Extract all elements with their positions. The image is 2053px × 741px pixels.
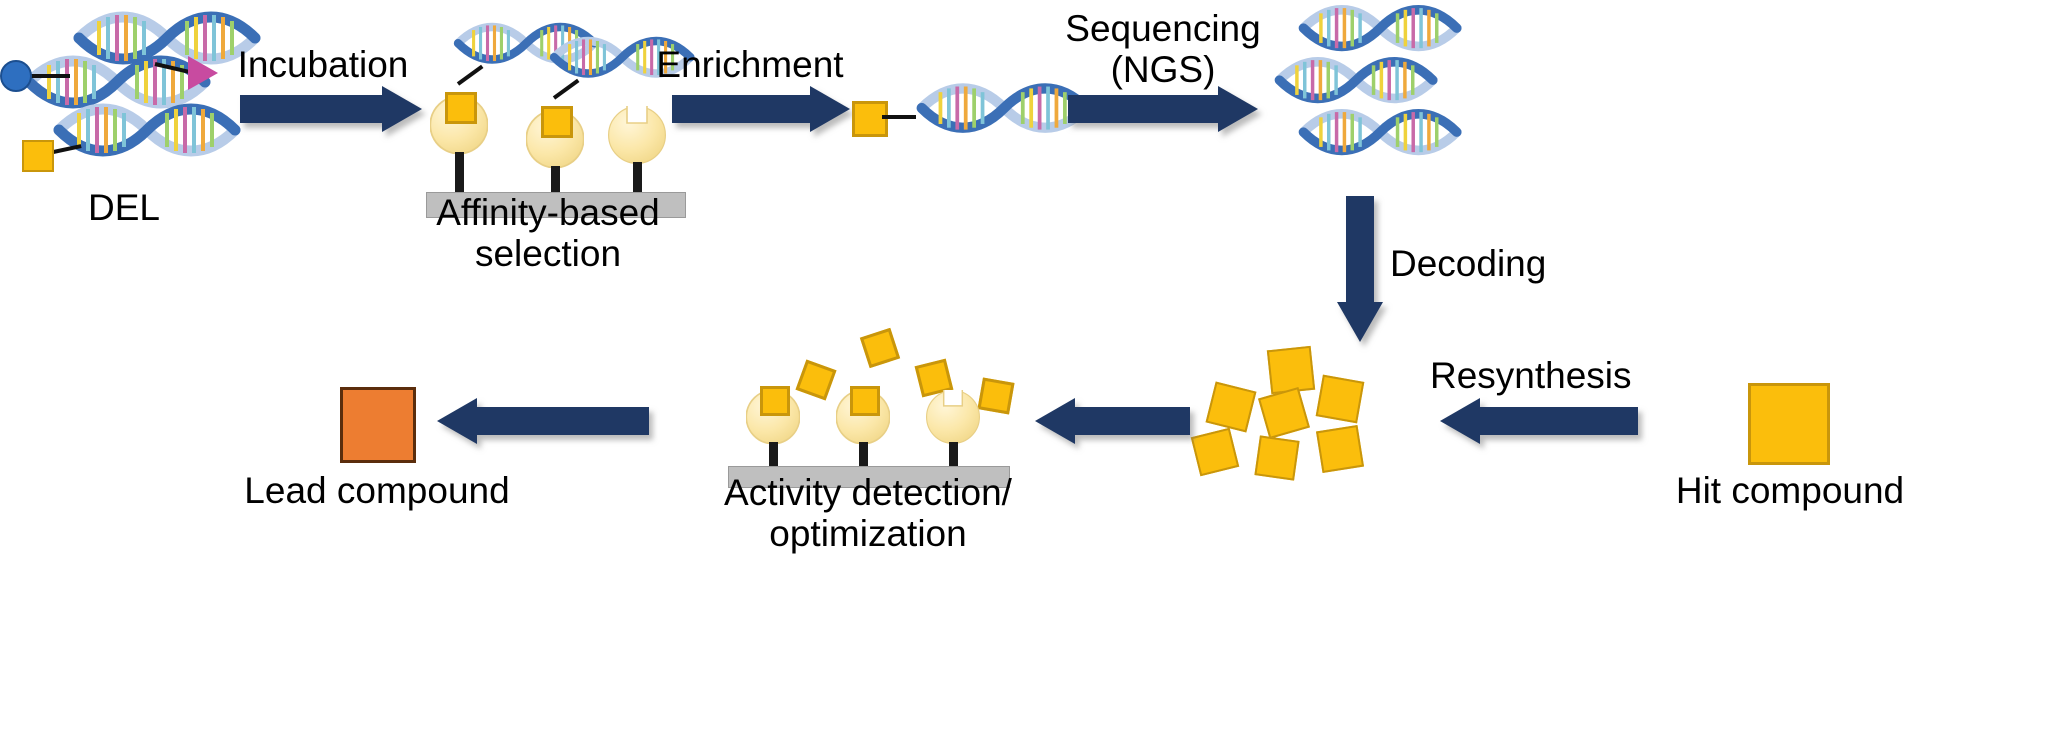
compound-pool-group bbox=[1190, 345, 1415, 481]
arrow-incubation bbox=[240, 86, 422, 132]
protein-stem bbox=[949, 442, 958, 468]
label-del: DEL bbox=[88, 187, 160, 228]
free-compound-square bbox=[795, 359, 837, 401]
label-decoding: Decoding bbox=[1390, 243, 1547, 284]
protein-stem bbox=[455, 152, 464, 194]
affinity-selection-group bbox=[426, 10, 670, 218]
label-incubation: Incubation bbox=[237, 44, 409, 85]
linker bbox=[26, 74, 70, 78]
dna-helix bbox=[48, 100, 248, 162]
bound-compound-square bbox=[760, 386, 790, 416]
solid-support-plate bbox=[426, 192, 686, 218]
arrow-resynthesis bbox=[1440, 398, 1638, 444]
label-affinity-selection: Affinity-based selection bbox=[436, 192, 660, 275]
dna-helix bbox=[1272, 54, 1442, 108]
enriched-binder-group bbox=[852, 58, 1072, 148]
pool-square bbox=[1254, 435, 1300, 481]
pool-square bbox=[1190, 427, 1240, 477]
protein-stem bbox=[551, 166, 560, 194]
arrow-to-lead-compound bbox=[437, 398, 649, 444]
tag-square-icon bbox=[22, 140, 54, 172]
sequencing-reads-group bbox=[1272, 2, 1492, 182]
label-activity-detection: Activity detection/ optimization bbox=[724, 472, 1012, 555]
pool-square bbox=[1205, 381, 1257, 433]
label-hit-compound: Hit compound bbox=[1675, 470, 1905, 511]
label-sequencing: Sequencing (NGS) bbox=[1065, 8, 1261, 91]
arrow-sequencing bbox=[1068, 86, 1258, 132]
tag-circle-icon bbox=[0, 60, 32, 92]
dna-helix bbox=[1296, 106, 1466, 160]
pool-square bbox=[1258, 387, 1310, 439]
free-compound-square bbox=[859, 327, 901, 369]
tag-triangle-icon bbox=[188, 56, 218, 90]
arrow-to-activity-detection bbox=[1035, 398, 1190, 444]
del-cluster bbox=[0, 0, 240, 200]
protein-stem bbox=[769, 442, 778, 468]
pool-square bbox=[1315, 374, 1365, 424]
lead-compound-square bbox=[340, 387, 416, 463]
label-enrichment: Enrichment bbox=[656, 44, 844, 85]
dna-helix bbox=[1296, 2, 1466, 56]
solid-support-plate bbox=[728, 466, 1010, 488]
arrow-decoding bbox=[1337, 196, 1383, 342]
activity-detection-group bbox=[718, 322, 1018, 488]
linker bbox=[882, 115, 916, 119]
bound-compound-square bbox=[850, 386, 880, 416]
label-resynthesis: Resynthesis bbox=[1430, 355, 1632, 396]
free-compound-square bbox=[977, 377, 1015, 415]
bound-compound-square bbox=[445, 92, 477, 124]
hit-compound-square bbox=[1748, 383, 1830, 465]
arrow-enrichment bbox=[672, 86, 850, 132]
protein-unbound bbox=[926, 389, 980, 449]
tag-square-icon bbox=[852, 101, 888, 137]
pool-square bbox=[1266, 345, 1316, 395]
label-lead-compound: Lead compound bbox=[244, 470, 510, 511]
bound-compound-square bbox=[541, 106, 573, 138]
protein-stem bbox=[859, 442, 868, 468]
pool-square bbox=[1315, 424, 1365, 474]
protein-unbound bbox=[608, 105, 666, 169]
protein-stem bbox=[633, 162, 642, 194]
